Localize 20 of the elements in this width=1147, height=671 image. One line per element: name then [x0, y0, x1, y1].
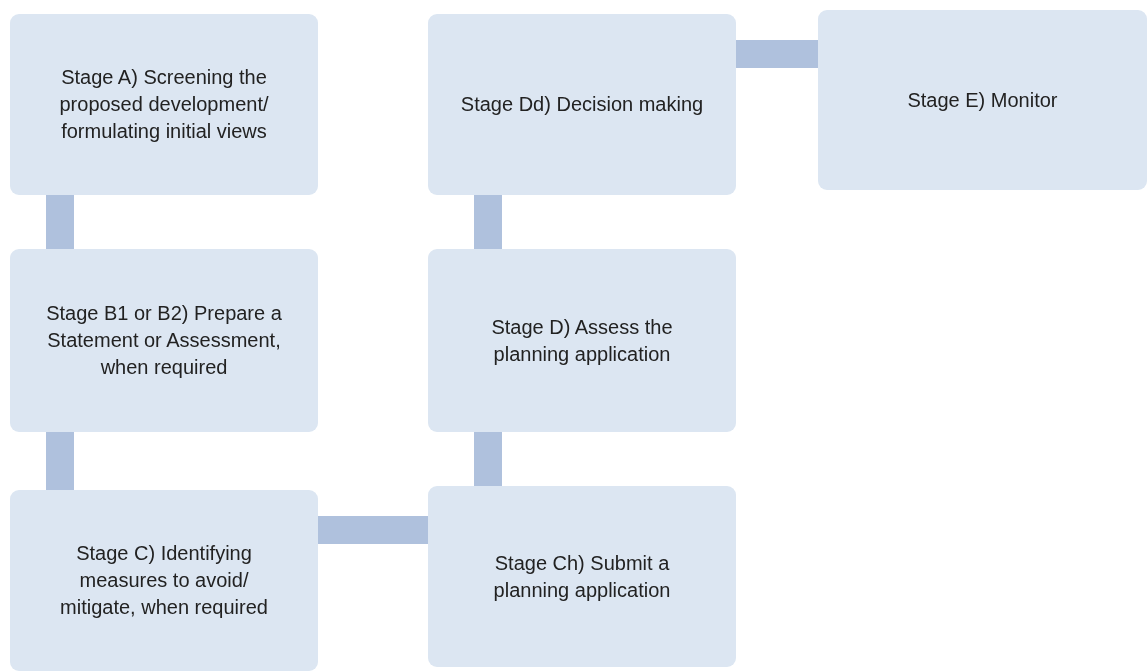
stage-label: Stage D) Assess the planning application — [490, 314, 674, 367]
stage-label: Stage Ch) Submit a planning application — [492, 550, 672, 603]
connector-bar — [736, 40, 818, 68]
stage-label: Stage A) Screening the proposed development/ formulating initial views — [58, 65, 270, 144]
stage-label: Stage Dd) Decision making — [460, 92, 704, 117]
process-box — [10, 490, 318, 671]
process-box — [428, 249, 736, 432]
process-box — [10, 14, 318, 195]
process-box — [428, 486, 736, 667]
connector-bar — [46, 432, 74, 490]
connector-bar — [474, 195, 502, 249]
connector-bar — [318, 516, 428, 544]
stage-label: Stage E) Monitor — [907, 87, 1058, 113]
connector-bar — [46, 195, 74, 249]
process-box — [10, 249, 318, 432]
connector-bar — [474, 432, 502, 486]
process-box — [428, 14, 736, 195]
process-box — [818, 10, 1147, 190]
stage-label: Stage C) Identifying measures to avoid/ mitigate, when required — [59, 541, 269, 620]
stage-label: Stage B1 or B2) Prepare a Statement or Assessment, when required — [45, 301, 283, 380]
